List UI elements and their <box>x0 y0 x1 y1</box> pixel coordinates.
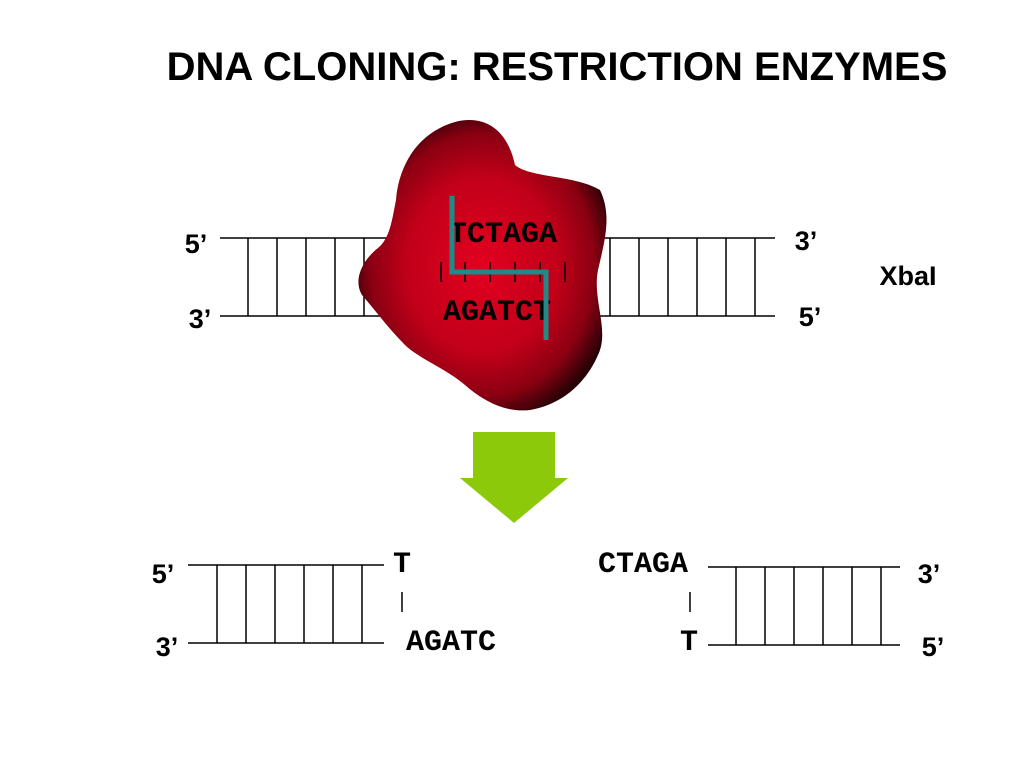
down-arrow-icon <box>460 432 568 523</box>
bottom-recognition-sequence: AGATCT <box>443 296 551 330</box>
right-fragment-bottom-overhang: T <box>680 626 698 660</box>
enzyme-name-label: XbaI <box>879 261 936 291</box>
intact-dna-duplex <box>220 237 775 317</box>
top-recognition-sequence: TCTAGA <box>449 218 557 252</box>
left-fragment-bottom-overhang: AGATC <box>406 626 496 660</box>
right-fragment-top-end-label: 3’ <box>918 559 941 589</box>
left-fragment-rungs <box>216 565 363 643</box>
bottom-left-end-label: 3’ <box>189 304 212 334</box>
right-fragment: CTAGA T 3’ 5’ <box>598 548 944 662</box>
page-title: DNA CLONING: RESTRICTION ENZYMES <box>167 45 948 89</box>
staggered-cut-line <box>449 196 549 340</box>
left-fragment: T AGATC 5’ 3’ <box>152 548 496 662</box>
top-left-end-label: 5’ <box>185 229 208 259</box>
base-pair-rungs-right <box>609 238 756 316</box>
restriction-enzyme-blob <box>358 120 607 411</box>
left-fragment-bottom-end-label: 3’ <box>156 632 179 662</box>
top-right-end-label: 3’ <box>795 226 818 256</box>
right-fragment-rungs <box>735 567 882 645</box>
left-fragment-top-overhang: T <box>393 548 411 582</box>
right-fragment-top-overhang: CTAGA <box>598 548 688 582</box>
left-fragment-top-end-label: 5’ <box>152 559 175 589</box>
right-fragment-bottom-end-label: 5’ <box>922 632 945 662</box>
bottom-right-end-label: 5’ <box>799 302 822 332</box>
